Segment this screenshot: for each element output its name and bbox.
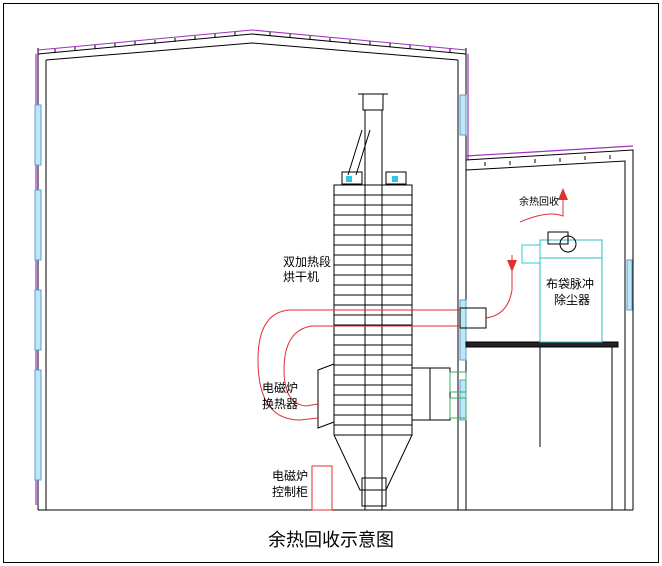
control-cabinet-label-line2: 控制柜	[272, 485, 308, 499]
roof-purlins	[54, 32, 451, 53]
heat-recovery-label: 余热回收	[519, 195, 559, 208]
heat-exchanger-label-line1: 电磁炉	[262, 380, 298, 395]
wall-windows	[34, 94, 633, 481]
dust-collector	[521, 231, 603, 343]
dust-collector-label-line1: 布袋脉冲	[546, 276, 594, 291]
hot-air-ducts	[257, 196, 564, 421]
annex-purlins	[484, 155, 611, 166]
diagram-caption: 余热回收示意图	[268, 530, 394, 551]
dust-collector-label-line2: 除尘器	[554, 292, 590, 307]
diagram-border	[3, 3, 659, 563]
control-cabinet	[311, 465, 333, 511]
dryer-label-line1: 双加热段	[283, 254, 331, 269]
control-cabinet-label-line1: 电磁炉	[272, 468, 308, 483]
dust-collector-platform	[465, 341, 619, 510]
wall-cladding	[35, 54, 469, 505]
heat-exchanger-label-line2: 换热器	[262, 397, 298, 411]
main-building	[37, 29, 467, 511]
flow-arrows	[507, 188, 568, 272]
annex-roof	[465, 145, 634, 157]
annex-building	[465, 149, 634, 511]
dryer-tower	[333, 93, 413, 510]
dryer-fittings	[346, 176, 398, 182]
dryer-label-line2: 烘干机	[283, 270, 319, 284]
heat-exchanger-fans	[449, 371, 467, 419]
heat-exchanger	[317, 363, 451, 429]
